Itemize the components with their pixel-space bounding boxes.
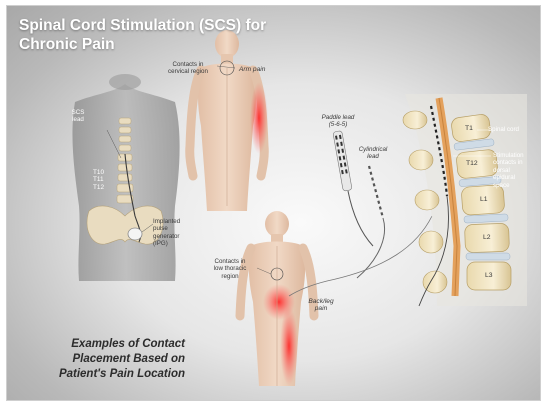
label-cylindrical-lead: Cylindrical lead: [358, 146, 388, 161]
vertebra-t1-label: T1: [465, 125, 473, 132]
vertebra-t12-label: T12: [466, 160, 478, 167]
label-scs-lead: SCS lead: [71, 109, 85, 124]
label-stimulation-contacts: Stimulation contacts in dorsal epidural …: [493, 152, 524, 189]
label-t10-t12: T10 T11 T12: [93, 169, 105, 191]
vertebra-l3-label: L3: [485, 272, 493, 279]
leads-drawing: [288, 130, 433, 297]
label-thoracic-contacts: Contacts in low thoracic region: [213, 258, 247, 280]
caption: Examples of Contact Placement Based on P…: [45, 337, 185, 382]
spine-section: [402, 94, 527, 307]
label-cervical-contacts: Contacts in cervical region: [168, 61, 208, 76]
label-paddle-lead: Paddle lead (5-6-5): [321, 114, 355, 129]
title-line-2: Chronic Pain: [19, 36, 115, 53]
xray-torso: [72, 74, 180, 281]
caption-line-3: Patient's Pain Location: [58, 368, 185, 380]
diagram-title: Spinal Cord Stimulation (SCS) for Chroni…: [19, 16, 266, 54]
illustration-frame: Spinal Cord Stimulation (SCS) for Chroni…: [6, 5, 541, 401]
label-back-leg-pain: Back/leg pain: [308, 298, 334, 313]
caption-line-1: Examples of Contact: [71, 338, 185, 350]
label-spinal-cord: Spinal cord: [488, 126, 519, 133]
vertebra-l1-label: L1: [480, 196, 488, 203]
figure-arm-pain: [185, 30, 269, 211]
caption-line-2: Placement Based on: [72, 353, 185, 365]
illustration-canvas: [72, 30, 527, 386]
vertebra-l2-label: L2: [483, 234, 491, 241]
label-ipg: Implanted pulse generator (IPG): [153, 218, 181, 248]
label-arm-pain: Arm pain: [239, 66, 266, 73]
figure-back-leg-pain: [235, 211, 319, 386]
title-line-1: Spinal Cord Stimulation (SCS) for: [19, 17, 267, 34]
